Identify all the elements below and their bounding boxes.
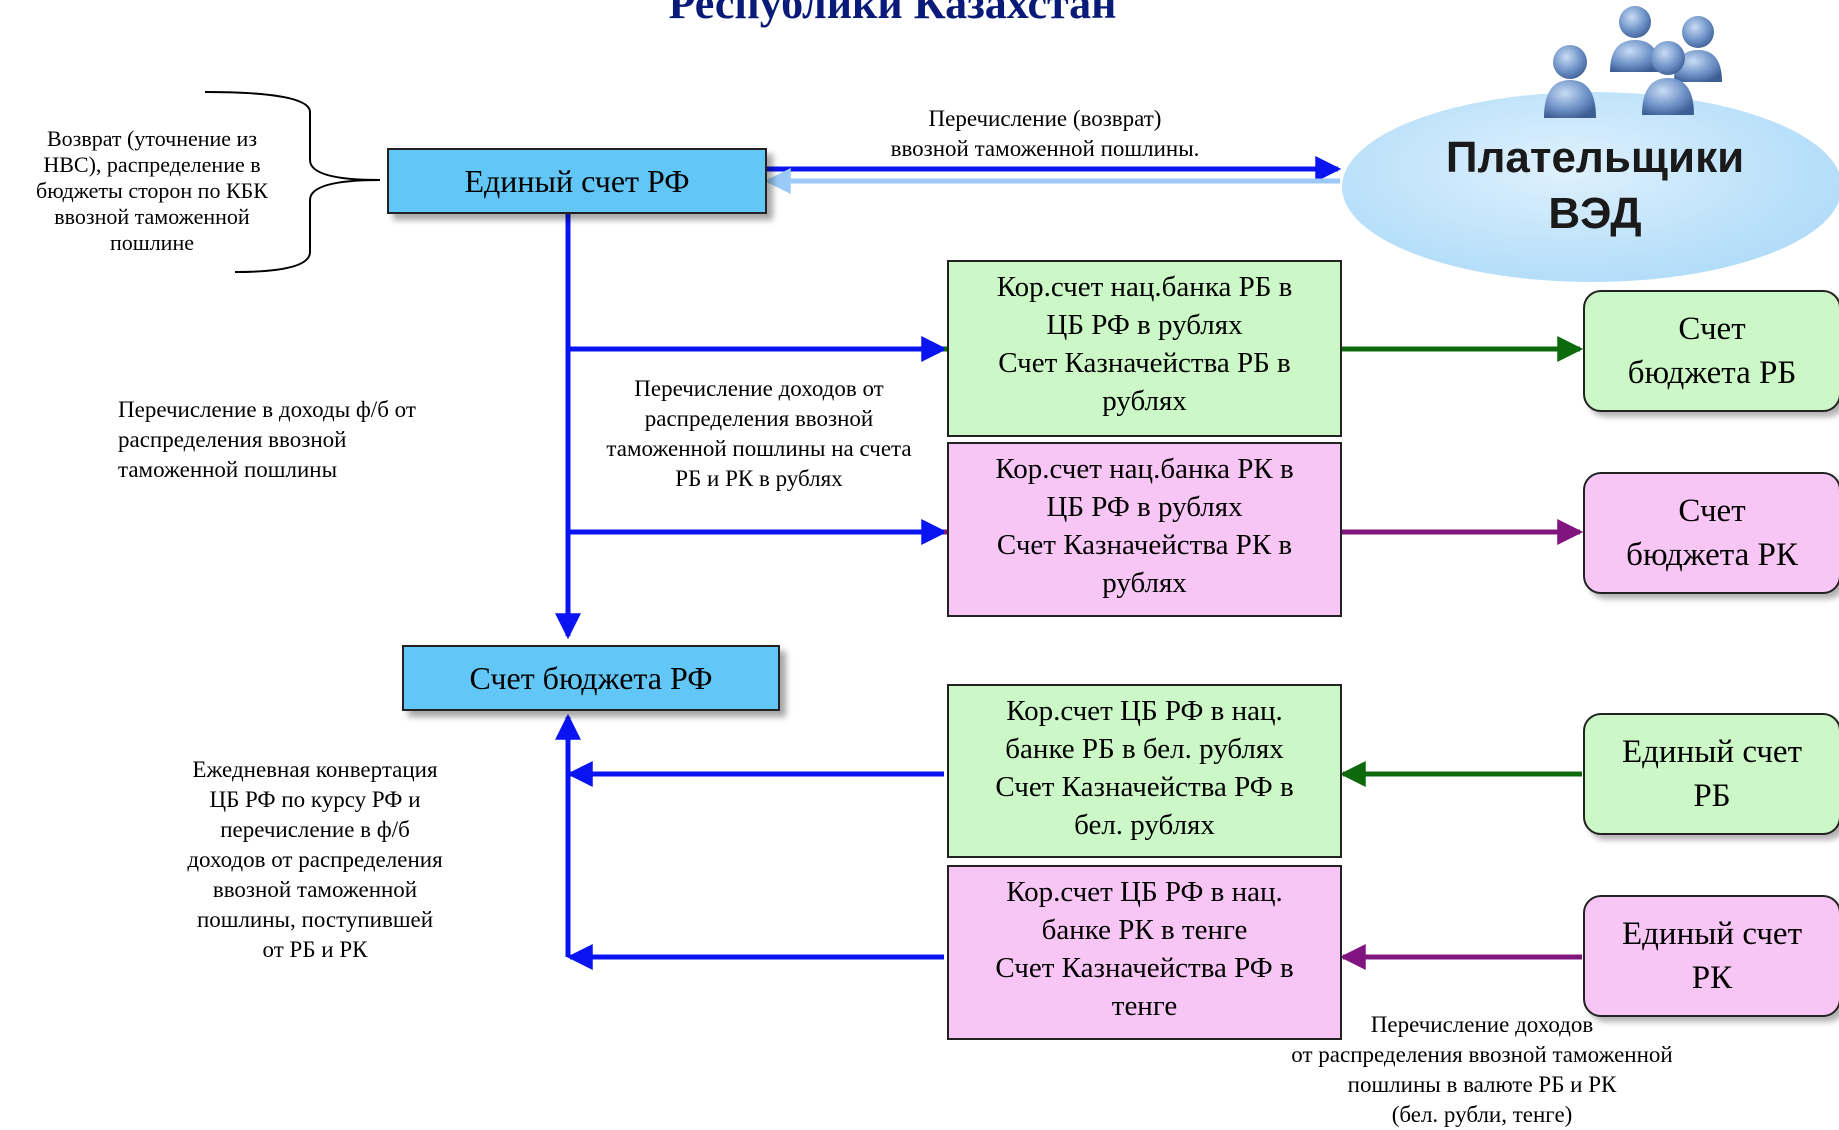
budget-rb-box: Счет бюджета РБ xyxy=(1583,290,1839,412)
person-icon xyxy=(1642,41,1694,115)
page-title: Республики Казахстан xyxy=(668,0,1117,28)
note-currency-income: Перечисление доходов от распределения вв… xyxy=(1238,1010,1726,1130)
note-currency-income-line: от распределения ввозной таможенной xyxy=(1291,1042,1673,1067)
corr-nb-rk-line4: рублях xyxy=(1102,567,1187,599)
note-transfer-refund-line: Перечисление (возврат) xyxy=(928,106,1162,131)
note-refund-line: ввозной таможенной xyxy=(54,204,250,229)
corr-nb-rb-line4: рублях xyxy=(1102,385,1187,417)
note-currency-income-line: пошлины в валюте РБ и РК xyxy=(1347,1072,1617,1097)
note-income-rb-rk-line: таможенной пошлины на счета xyxy=(606,436,912,461)
note-refund: Возврат (уточнение из НВС), распределени… xyxy=(6,126,298,256)
note-currency-income-line: Перечисление доходов xyxy=(1370,1012,1594,1037)
budget-rk-line1: Счет xyxy=(1678,493,1746,529)
unified-rb-line2: РБ xyxy=(1693,778,1731,814)
person-icon xyxy=(1674,16,1722,82)
note-refund-line: пошлине xyxy=(109,230,194,255)
corr-cb-rk-box: Кор.счет ЦБ РФ в нац. банке РК в тенге С… xyxy=(947,865,1342,1040)
note-income-rb-rk-line: распределения ввозной xyxy=(644,406,874,431)
users-group-icon xyxy=(1544,6,1722,118)
brace xyxy=(204,91,381,273)
corr-cb-rk-line1: Кор.счет ЦБ РФ в нац. xyxy=(1006,876,1283,908)
corr-cb-rb-line3: Счет Казначейства РФ в xyxy=(995,771,1294,803)
unified-account-rf-label: Единый счет РФ xyxy=(464,163,690,199)
corr-cb-rk-line3: Счет Казначейства РФ в xyxy=(995,952,1294,984)
budget-rk-box: Счет бюджета РК xyxy=(1583,472,1839,594)
note-transfer-refund: Перечисление (возврат) ввозной таможенно… xyxy=(830,104,1260,164)
payers-label-line1: Плательщики xyxy=(1445,133,1745,182)
note-income-fb-line: таможенной пошлины xyxy=(118,457,338,482)
note-conversion-line: перечисление в ф/б xyxy=(220,817,410,842)
note-conversion-line: Ежедневная конвертация xyxy=(192,757,438,782)
unified-rb-box: Единый счет РБ xyxy=(1583,713,1839,835)
unified-account-rf-box: Единый счет РФ xyxy=(387,148,767,214)
note-income-fb: Перечисление в доходы ф/б от распределен… xyxy=(118,395,416,485)
unified-rk-line1: Единый счет xyxy=(1621,916,1802,952)
corr-nb-rk-line1: Кор.счет нац.банка РК в xyxy=(995,453,1294,485)
unified-rk-box: Единый счет РК xyxy=(1583,895,1839,1017)
note-conversion-line: пошлины, поступившей xyxy=(196,907,434,932)
person-icon xyxy=(1610,6,1660,72)
corr-cb-rb-line2: банке РБ в бел. рублях xyxy=(1005,733,1284,765)
budget-account-rf-label: Счет бюджета РФ xyxy=(469,660,713,696)
note-income-rb-rk: Перечисление доходов от распределения вв… xyxy=(574,374,944,494)
unified-rk-line2: РК xyxy=(1691,960,1733,996)
corr-nb-rk-line2: ЦБ РФ в рублях xyxy=(1046,491,1243,523)
unified-rb-line1: Единый счет xyxy=(1621,734,1802,770)
note-income-fb-line: Перечисление в доходы ф/б от xyxy=(118,397,416,422)
budget-rb-line1: Счет xyxy=(1678,311,1746,347)
corr-nb-rb-line1: Кор.счет нац.банка РБ в xyxy=(996,271,1293,303)
note-currency-income-line: (бел. рубли, тенге) xyxy=(1391,1102,1573,1127)
payers-label: Плательщики ВЭД xyxy=(1400,130,1790,242)
person-icon xyxy=(1544,45,1596,118)
note-conversion-line: от РБ и РК xyxy=(262,937,368,962)
note-refund-line: бюджеты сторон по КБК xyxy=(36,178,268,203)
note-conversion: Ежедневная конвертация ЦБ РФ по курсу РФ… xyxy=(140,755,490,965)
corr-nb-rb-box: Кор.счет нац.банка РБ в ЦБ РФ в рублях С… xyxy=(947,260,1342,437)
corr-nb-rb-line3: Счет Казначейства РБ в xyxy=(998,347,1291,379)
note-income-fb-line: распределения ввозной xyxy=(118,427,347,452)
note-refund-line: НВС), распределение в xyxy=(43,152,261,177)
note-conversion-line: доходов от распределения xyxy=(187,847,443,872)
budget-rk-line2: бюджета РК xyxy=(1626,537,1798,573)
note-transfer-refund-line: ввозной таможенной пошлины. xyxy=(890,136,1200,161)
corr-nb-rb-line2: ЦБ РФ в рублях xyxy=(1046,309,1243,341)
corr-cb-rb-line1: Кор.счет ЦБ РФ в нац. xyxy=(1006,695,1283,727)
payers-bubble xyxy=(1342,92,1839,282)
budget-rb-line2: бюджета РБ xyxy=(1627,355,1797,391)
note-income-rb-rk-line: РБ и РК в рублях xyxy=(675,466,843,491)
corr-cb-rb-line4: бел. рублях xyxy=(1074,809,1215,841)
note-refund-line: Возврат (уточнение из xyxy=(46,126,258,151)
corr-cb-rb-box: Кор.счет ЦБ РФ в нац. банке РБ в бел. ру… xyxy=(947,684,1342,858)
payers-label-line2: ВЭД xyxy=(1548,189,1642,238)
note-conversion-line: ЦБ РФ по курсу РФ и xyxy=(209,787,421,812)
corr-nb-rk-box: Кор.счет нац.банка РК в ЦБ РФ в рублях С… xyxy=(947,442,1342,617)
note-income-rb-rk-line: Перечисление доходов от xyxy=(634,376,884,401)
budget-account-rf-box: Счет бюджета РФ xyxy=(402,645,780,711)
corr-cb-rk-line2: банке РК в тенге xyxy=(1041,914,1248,946)
corr-cb-rk-line4: тенге xyxy=(1111,990,1178,1022)
corr-nb-rk-line3: Счет Казначейства РК в xyxy=(996,529,1293,561)
note-conversion-line: ввозной таможенной xyxy=(212,877,418,902)
